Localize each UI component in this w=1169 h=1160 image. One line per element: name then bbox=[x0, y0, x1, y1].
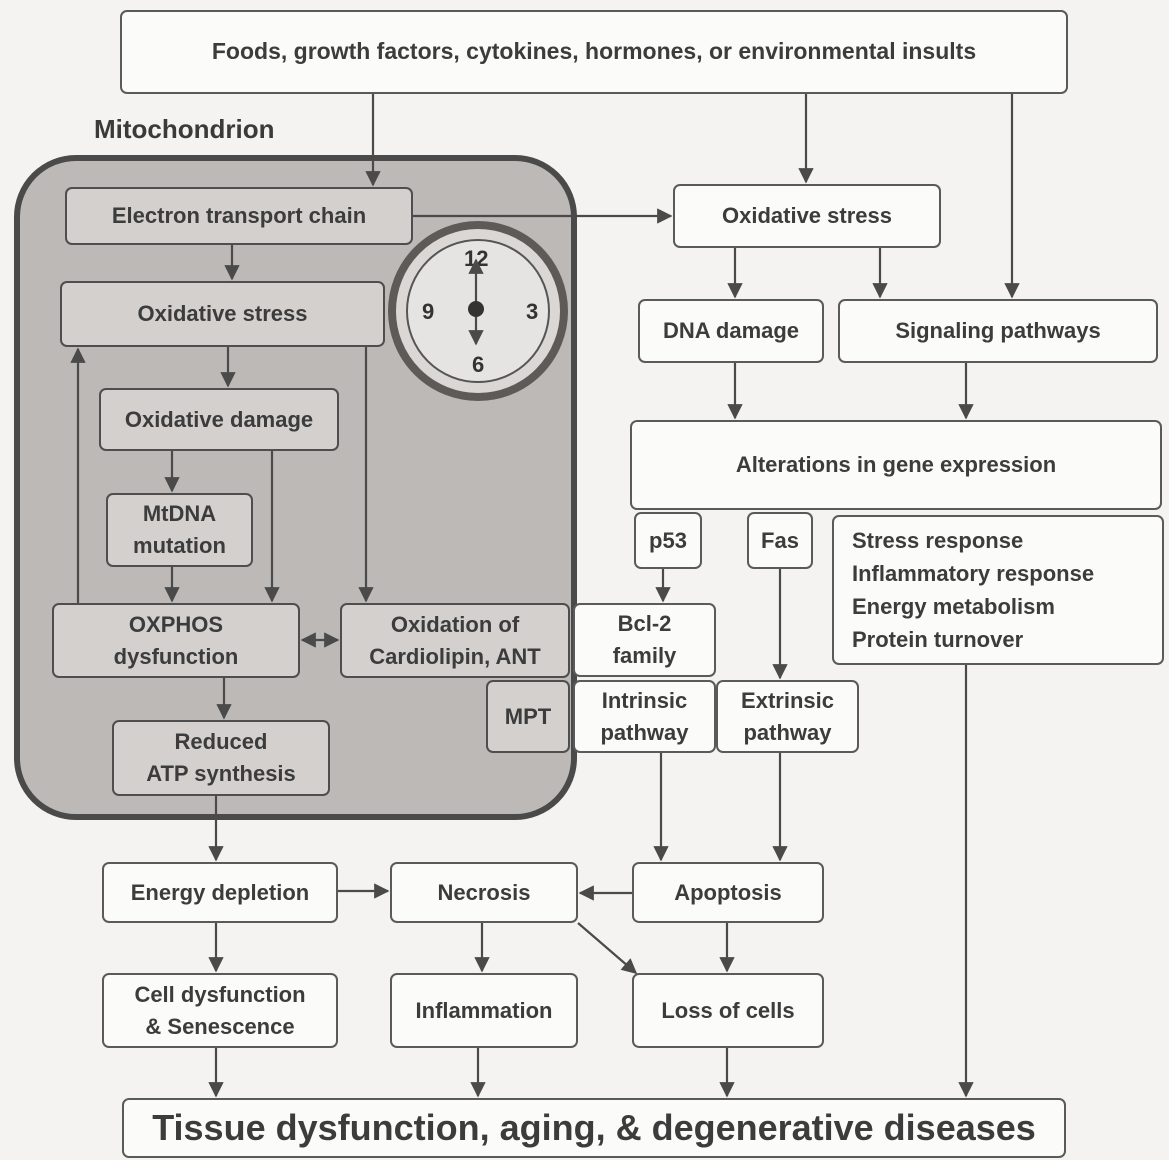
inputs-box: Foods, growth factors, cytokines, hormon… bbox=[120, 10, 1068, 94]
mitochondrion-label: Mitochondrion bbox=[94, 114, 275, 144]
signaling-pathways-box: Signaling pathways bbox=[838, 299, 1158, 363]
bcl2-family-box: Bcl-2 family bbox=[573, 603, 716, 677]
cell-dysfunction-box: Cell dysfunction & Senescence bbox=[102, 973, 338, 1048]
apoptosis-box: Apoptosis bbox=[632, 862, 824, 923]
oxphos-dysfunction-box: OXPHOS dysfunction bbox=[52, 603, 300, 678]
oxidative-damage-box: Oxidative damage bbox=[99, 388, 339, 451]
electron-transport-chain-box: Electron transport chain bbox=[65, 187, 413, 245]
reduced-atp-box: Reduced ATP synthesis bbox=[112, 720, 330, 796]
necrosis-box: Necrosis bbox=[390, 862, 578, 923]
gene-expression-box: Alterations in gene expression bbox=[630, 420, 1162, 510]
p53-box: p53 bbox=[634, 512, 702, 569]
arrow-necrosis-to-loss bbox=[577, 922, 638, 975]
clock-center-dot bbox=[468, 301, 484, 317]
intrinsic-pathway-box: Intrinsic pathway bbox=[573, 680, 716, 753]
inflammation-box: Inflammation bbox=[390, 973, 578, 1048]
energy-depletion-box: Energy depletion bbox=[102, 862, 338, 923]
clock-number-3: 3 bbox=[526, 299, 539, 324]
final-outcome-box: Tissue dysfunction, aging, & degenerativ… bbox=[122, 1098, 1066, 1158]
mtdna-mutation-box: MtDNA mutation bbox=[106, 493, 253, 567]
clock-number-6: 6 bbox=[472, 352, 485, 377]
loss-of-cells-box: Loss of cells bbox=[632, 973, 824, 1048]
oxidative-stress-box: Oxidative stress bbox=[673, 184, 941, 248]
mpt-box: MPT bbox=[486, 680, 570, 753]
extrinsic-pathway-box: Extrinsic pathway bbox=[716, 680, 859, 753]
clock-number-9: 9 bbox=[422, 299, 435, 324]
responses-box: Stress response Inflammatory response En… bbox=[832, 515, 1164, 665]
fas-box: Fas bbox=[747, 512, 813, 569]
cardiolipin-oxidation-box: Oxidation of Cardiolipin, ANT bbox=[340, 603, 570, 678]
dna-damage-box: DNA damage bbox=[638, 299, 824, 363]
mito-oxidative-stress-box: Oxidative stress bbox=[60, 281, 385, 347]
